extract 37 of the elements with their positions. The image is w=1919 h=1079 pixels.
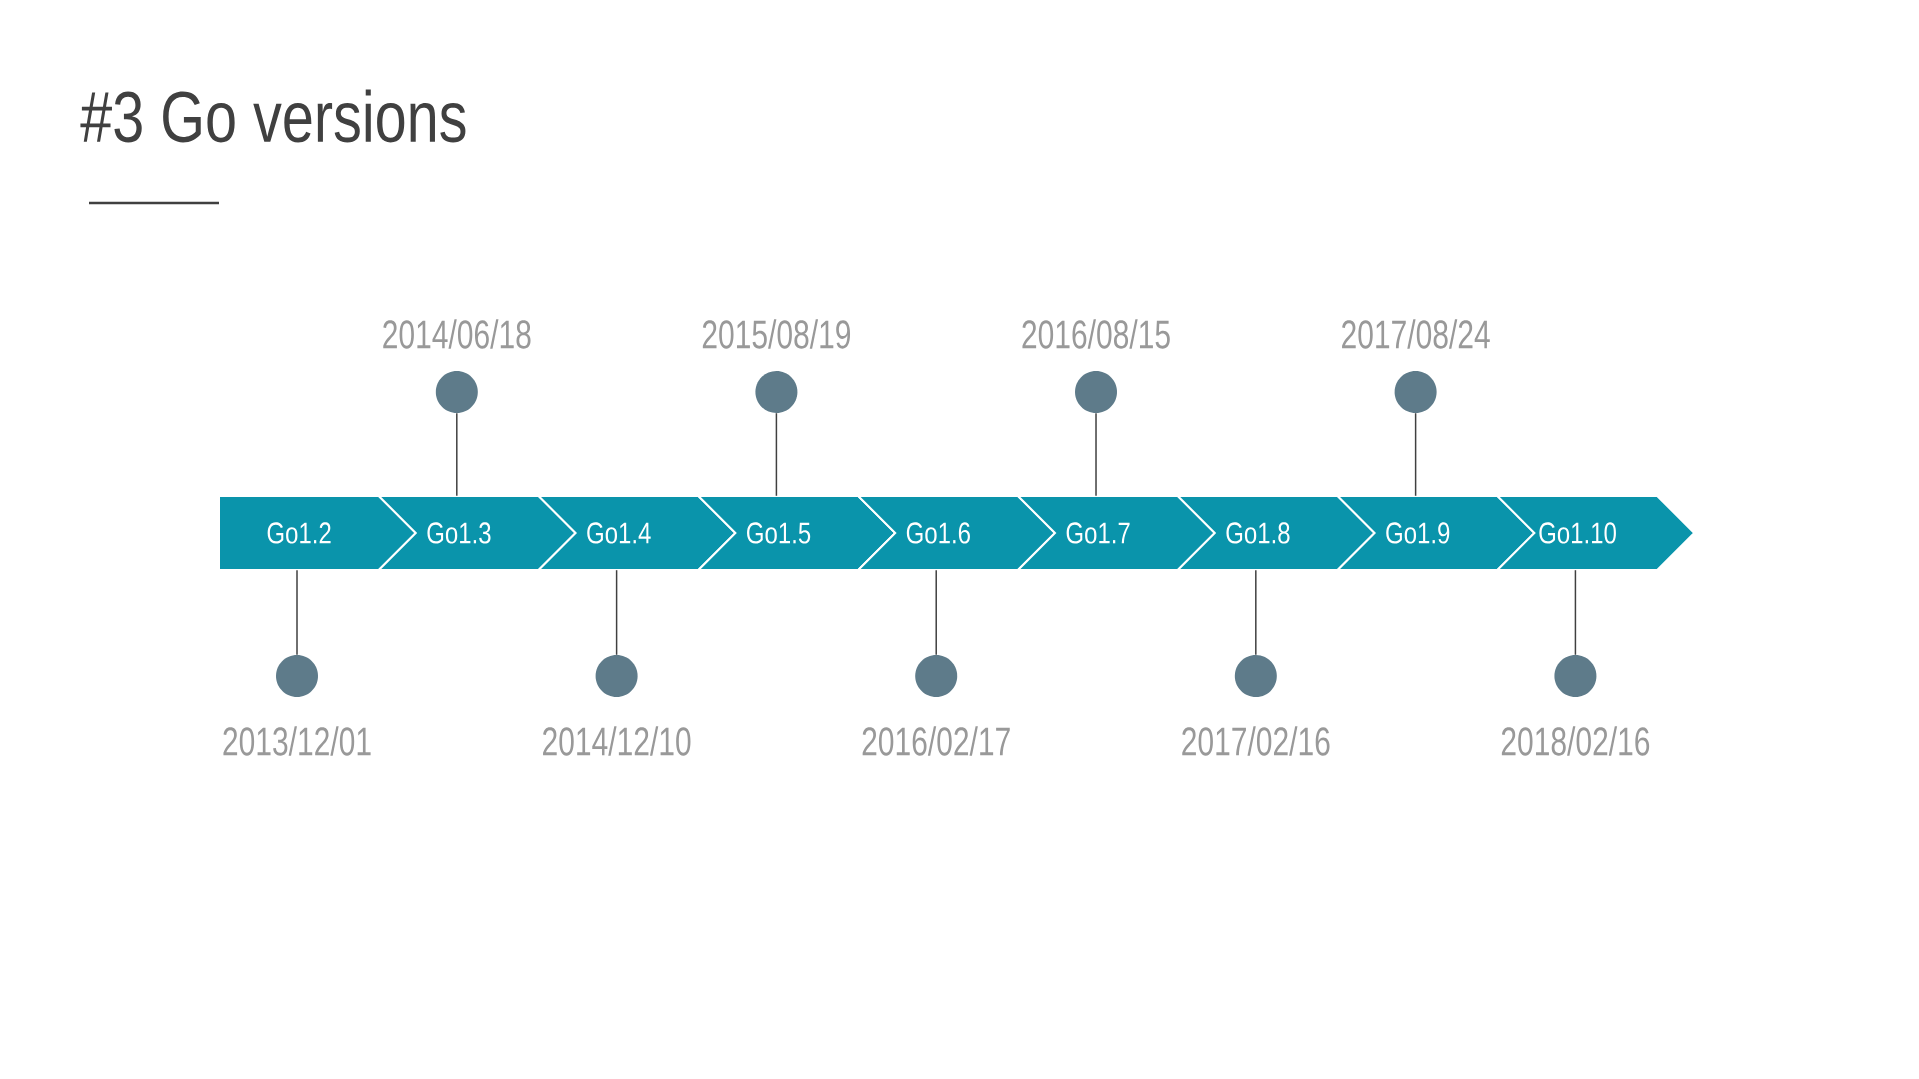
date-label: 2018/02/16	[1501, 726, 1650, 756]
timeline-dot	[915, 655, 958, 697]
date-label: 2014/12/10	[543, 726, 691, 756]
date-label: 2017/08/24	[1342, 319, 1490, 349]
version-segment: Go1.6	[855, 495, 1057, 571]
leader-line	[1095, 412, 1097, 497]
leader-line	[296, 569, 298, 656]
version-segment: Go1.10	[1495, 495, 1696, 571]
leader-line	[456, 412, 458, 497]
date-label: 2016/08/15	[1022, 319, 1170, 349]
version-segment: Go1.9	[1335, 495, 1536, 571]
timeline-dot	[755, 371, 798, 413]
version-segment: Go1.7	[1015, 495, 1217, 571]
version-segment: Go1.8	[1175, 495, 1377, 571]
date-label: 2015/08/19	[702, 319, 851, 349]
timeline-dot	[276, 655, 318, 697]
timeline-dot	[1075, 371, 1117, 413]
version-segment: Go1.5	[696, 495, 897, 571]
timeline-dot	[1394, 371, 1437, 413]
date-label: 2016/02/17	[862, 726, 1010, 756]
leader-line	[1255, 569, 1257, 656]
timeline-dot	[595, 655, 638, 697]
title: #3 Go versions	[80, 89, 466, 143]
timeline-dot	[435, 371, 478, 413]
leader-line	[1414, 412, 1417, 497]
leader-line	[615, 569, 618, 656]
version-segment: Go1.2	[218, 495, 418, 571]
date-label: 2013/12/01	[223, 726, 371, 756]
leader-line	[1574, 569, 1577, 656]
version-segment: Go1.4	[536, 495, 737, 571]
leader-line	[935, 569, 937, 656]
timeline-dot	[1234, 655, 1277, 697]
date-label: 2014/06/18	[383, 319, 531, 349]
version-segment: Go1.3	[376, 495, 578, 571]
leader-line	[775, 412, 778, 497]
date-label: 2017/02/16	[1182, 726, 1330, 756]
timeline-dot	[1554, 655, 1597, 697]
